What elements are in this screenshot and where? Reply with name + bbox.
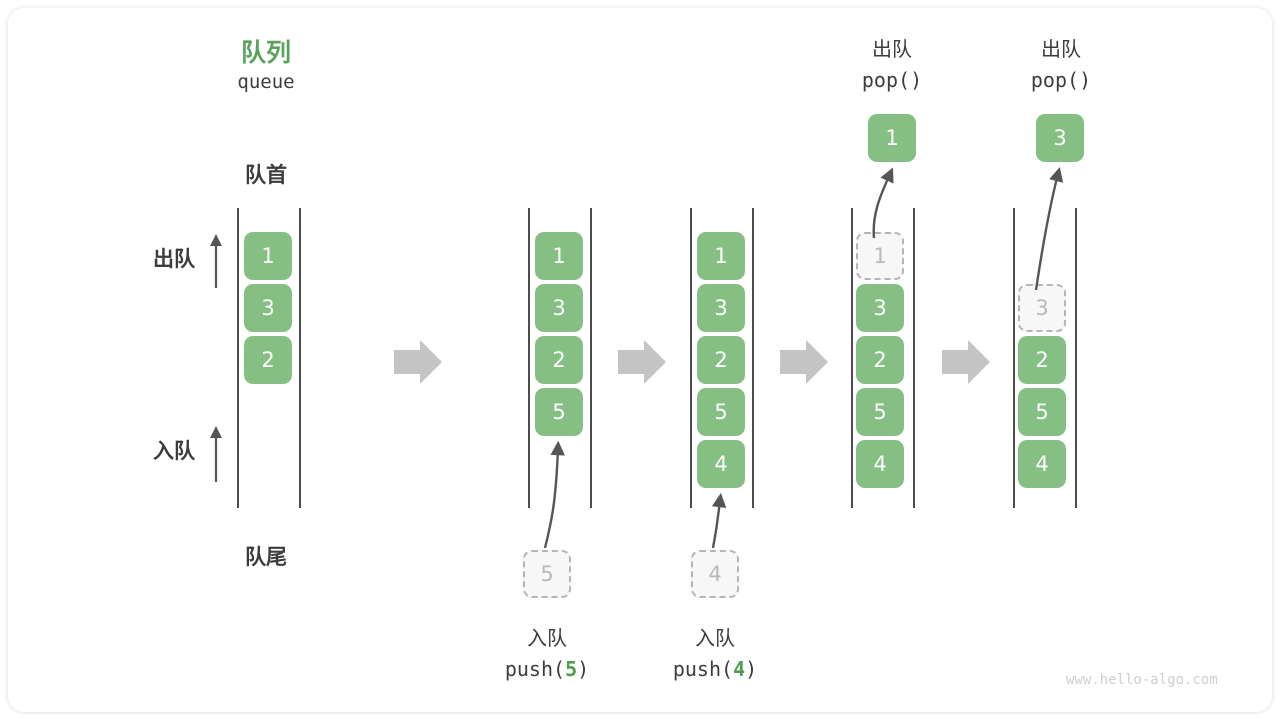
- incoming-element-ghost: 4: [691, 550, 739, 598]
- queue-rail-right: [299, 208, 301, 508]
- queue-rail-right: [913, 208, 915, 508]
- queue-cell: 2: [856, 336, 904, 384]
- queue-cell: 3: [697, 284, 745, 332]
- push-operation-label: 入队: [527, 628, 567, 650]
- code-suffix: ): [1079, 68, 1092, 92]
- queue-cell: 2: [244, 336, 292, 384]
- code-prefix: push(: [672, 657, 734, 681]
- queue-cell: 1: [697, 232, 745, 280]
- incoming-element-ghost: 5: [523, 550, 571, 598]
- code-prefix: pop(: [1030, 68, 1080, 92]
- queue-cell: 3: [244, 284, 292, 332]
- queue-cell: 2: [1018, 336, 1066, 384]
- push-operation-code: push(5): [462, 657, 632, 681]
- diagram-card: [8, 8, 1272, 712]
- popped-slot-ghost: 3: [1018, 284, 1066, 332]
- diagram-title-zh: 队列: [240, 39, 291, 67]
- queue-cell: 2: [697, 336, 745, 384]
- code-suffix: ): [745, 657, 758, 681]
- code-arg: 5: [565, 657, 578, 681]
- queue-cell: 5: [535, 388, 583, 436]
- pop-operation-label: 出队: [1041, 39, 1081, 61]
- dequeue-direction-label: 出队: [153, 248, 195, 271]
- popped-element: 1: [868, 114, 916, 162]
- queue-rail-left: [1013, 208, 1015, 508]
- queue-cell: 3: [535, 284, 583, 332]
- queue-cell: 5: [1018, 388, 1066, 436]
- queue-rail-right: [590, 208, 592, 508]
- queue-cell: 3: [856, 284, 904, 332]
- popped-slot-ghost: 1: [856, 232, 904, 280]
- popped-element: 3: [1036, 114, 1084, 162]
- code-suffix: ): [577, 657, 590, 681]
- code-prefix: pop(: [861, 68, 911, 92]
- diagram-title-en: queue: [237, 71, 295, 93]
- push-operation-label: 入队: [695, 628, 735, 650]
- queue-cell: 4: [856, 440, 904, 488]
- push-operation-code: push(4): [630, 657, 800, 681]
- queue-cell: 2: [535, 336, 583, 384]
- queue-cell: 4: [697, 440, 745, 488]
- code-prefix: push(: [504, 657, 566, 681]
- queue-rear-label: 队尾: [245, 546, 287, 569]
- pop-operation-label: 出队: [872, 39, 912, 61]
- queue-cell: 1: [244, 232, 292, 280]
- queue-front-label: 队首: [245, 164, 287, 187]
- watermark: www.hello-algo.com: [1066, 672, 1218, 688]
- queue-cell: 4: [1018, 440, 1066, 488]
- queue-cell: 5: [856, 388, 904, 436]
- queue-cell: 5: [697, 388, 745, 436]
- queue-rail-left: [690, 208, 692, 508]
- enqueue-direction-label: 入队: [153, 440, 195, 463]
- queue-rail-left: [528, 208, 530, 508]
- queue-rail-right: [1075, 208, 1077, 508]
- queue-rail-right: [752, 208, 754, 508]
- queue-rail-left: [851, 208, 853, 508]
- queue-rail-left: [237, 208, 239, 508]
- queue-cell: 1: [535, 232, 583, 280]
- pop-operation-code: pop(): [976, 68, 1146, 92]
- pop-operation-code: pop(): [807, 68, 977, 92]
- code-suffix: ): [910, 68, 923, 92]
- code-arg: 4: [733, 657, 746, 681]
